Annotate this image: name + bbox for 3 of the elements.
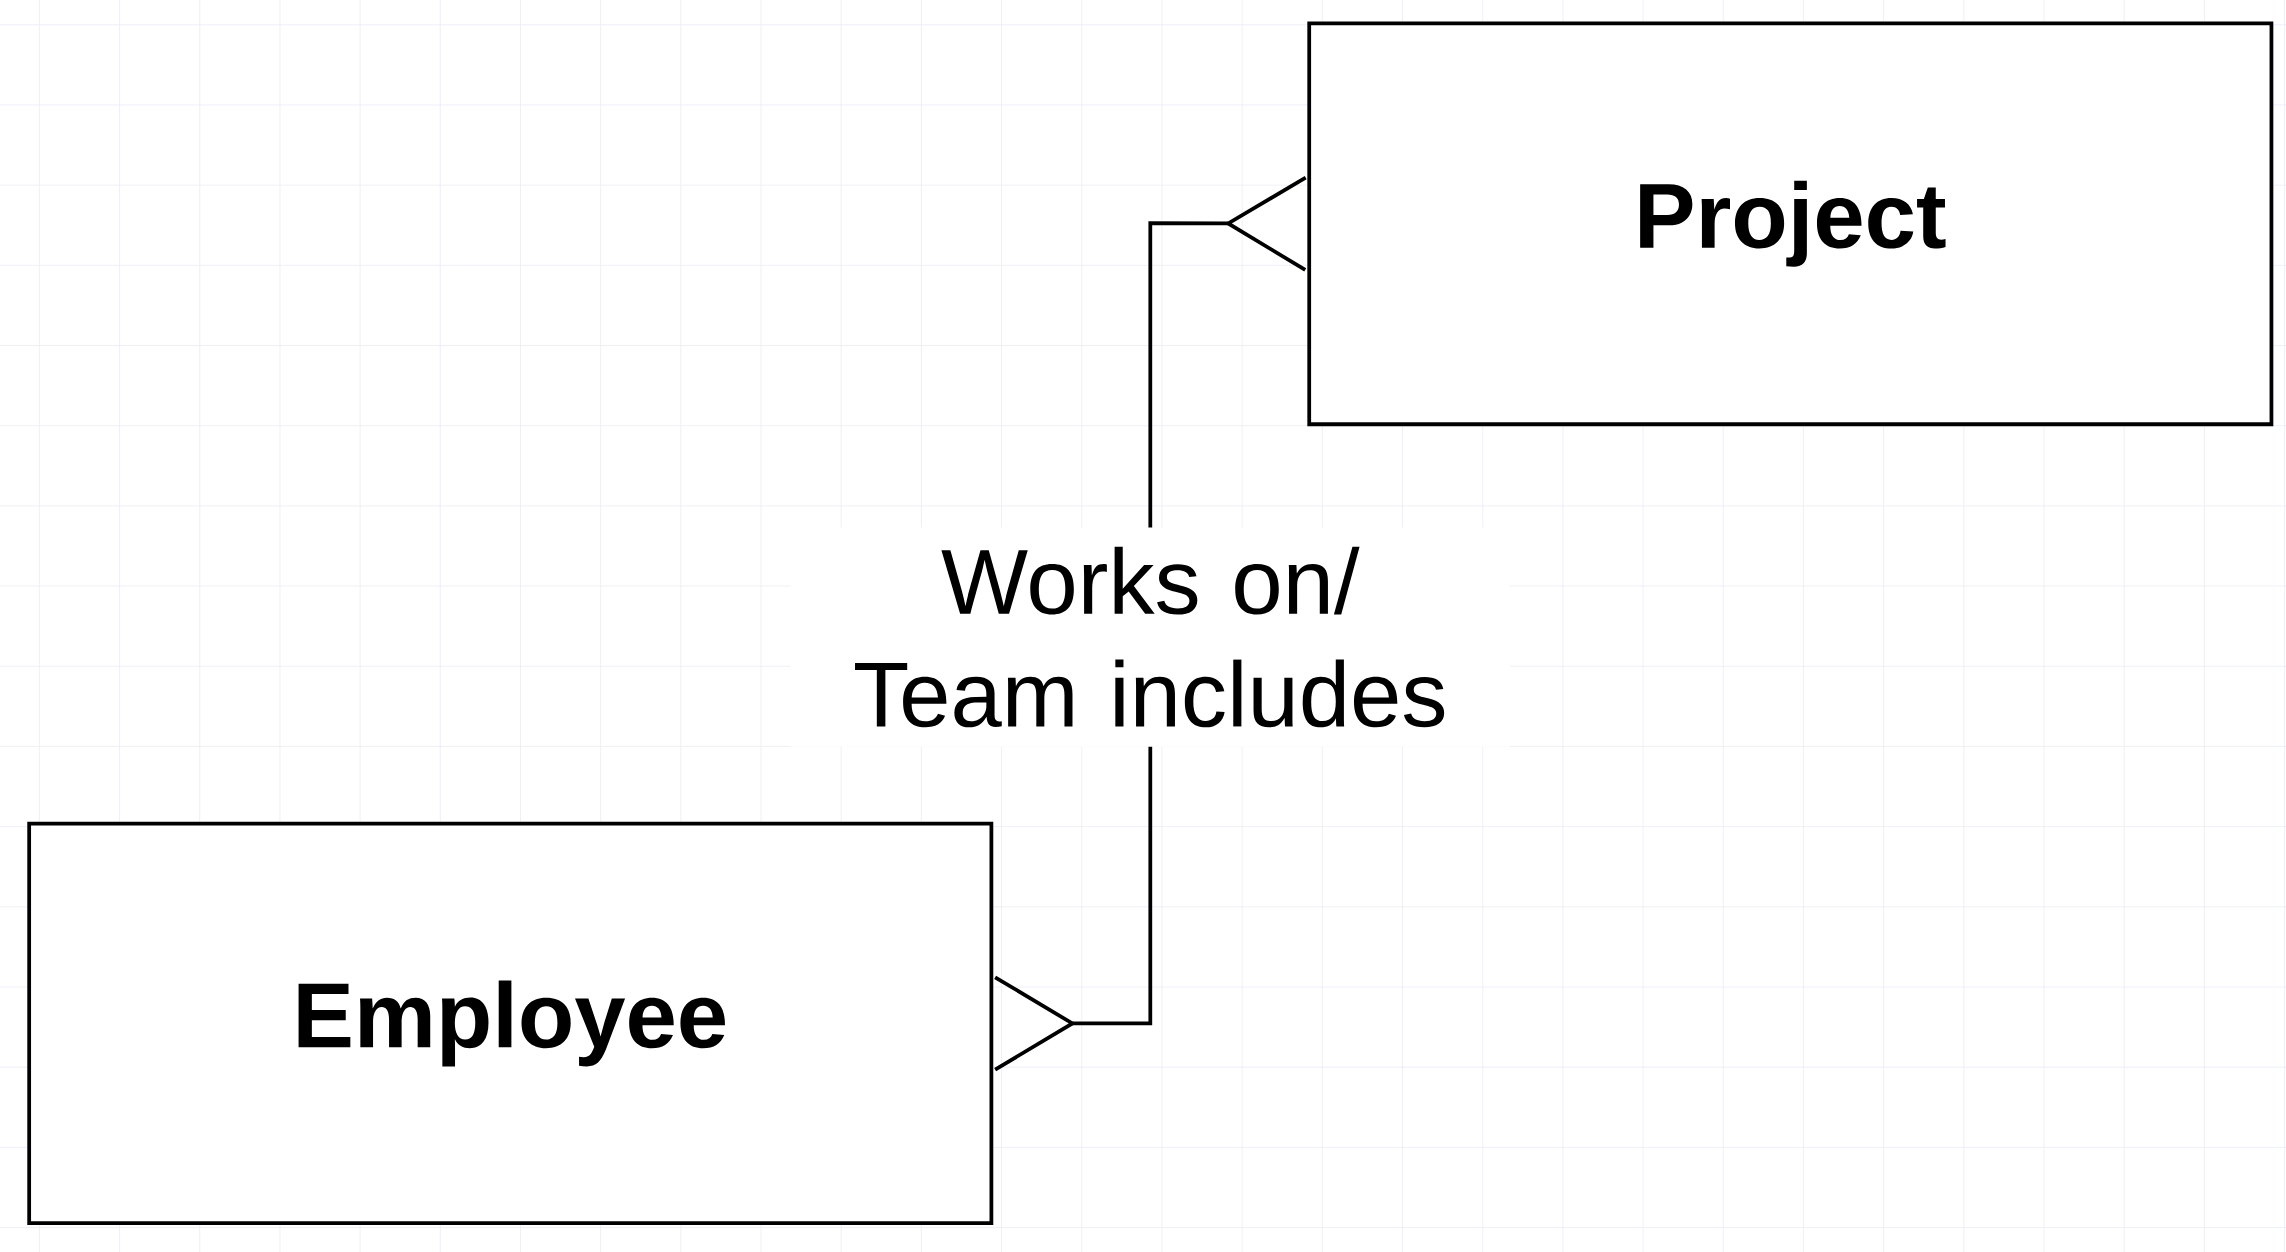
entity-box: Project xyxy=(1307,21,2274,426)
entity-box: Employee xyxy=(27,821,994,1225)
edge-label: Works on/ Team includes xyxy=(855,546,1445,728)
